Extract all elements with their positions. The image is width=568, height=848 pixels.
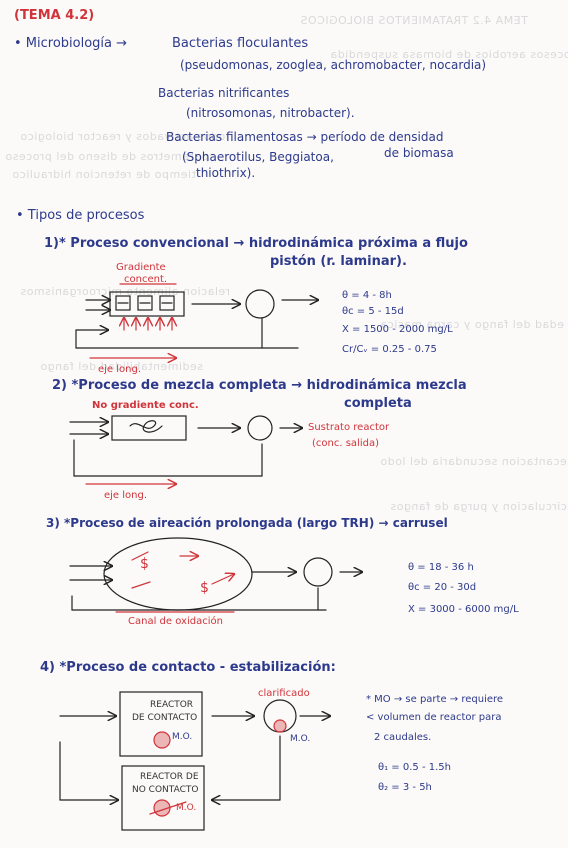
- p1-param: X = 1500 - 2000 mg/L: [342, 324, 453, 335]
- p4-title: 4) *Proceso de contacto - estabilización…: [40, 660, 336, 675]
- fil-bacteria-title-cont: de biomasa: [384, 146, 454, 160]
- fil-bacteria-list-cont: thiothrix).: [196, 166, 256, 180]
- p4-note: 2 caudales.: [374, 732, 432, 743]
- p1-title: 1)* Proceso convencional → hidrodinámica…: [44, 236, 468, 251]
- p3-title: 3) *Proceso de aireación prolongada (lar…: [46, 516, 448, 530]
- p1-axis-label: eje long.: [98, 364, 142, 375]
- p1-gradient-label: Gradiente: [116, 262, 166, 273]
- p4-mo-label: M.O.: [172, 732, 193, 742]
- microbiology-label: • Microbiología →: [14, 36, 128, 51]
- p4-contact-reactor: [119, 691, 203, 757]
- page-title: (TEMA 4.2): [14, 8, 95, 23]
- p3-param: θc = 20 - 30d: [408, 582, 477, 593]
- p4-clarifier-label: clarificado: [258, 688, 310, 699]
- p1-clarifier: [245, 289, 275, 319]
- p1-diagram: [75, 289, 318, 349]
- p3-canal-label: Canal de oxidación: [128, 616, 223, 627]
- process-types-label: • Tipos de procesos: [16, 208, 145, 223]
- p4-note: * MO → se parte → requiere: [366, 694, 504, 705]
- p4-mo-blob: [153, 731, 171, 749]
- floc-bacteria-title: Bacterias floculantes: [172, 36, 309, 51]
- p4-note: < volumen de reactor para: [366, 712, 502, 723]
- p2-no-gradient-label: No gradiente conc.: [92, 400, 199, 411]
- nitrif-bacteria-title: Bacterias nitrificantes: [158, 86, 290, 100]
- floc-bacteria-list: (pseudomonas, zooglea, achromobacter, no…: [180, 58, 487, 72]
- p4-stab-reactor-label-2: NO CONTACTO: [132, 785, 199, 795]
- nitrif-bacteria-list: (nitrosomonas, nitrobacter).: [186, 106, 355, 120]
- p4-stab-reactor-label: REACTOR DE: [140, 772, 199, 782]
- p1-param: θc = 5 - 15d: [342, 306, 404, 317]
- p2-substrate-label-2: (conc. salida): [312, 438, 379, 449]
- p3-param: X = 3000 - 6000 mg/L: [408, 604, 519, 615]
- p4-param: θ₁ = 0.5 - 1.5h: [378, 762, 451, 773]
- p2-title: 2) *Proceso de mezcla completa → hidrodi…: [52, 378, 467, 393]
- p4-diagram: [59, 691, 330, 831]
- p2-reactor: [111, 415, 187, 441]
- p3-clarifier: [303, 557, 333, 587]
- p4-contact-reactor-label: REACTOR: [150, 700, 194, 710]
- fil-bacteria-title: Bacterias filamentosas → período de dens…: [166, 130, 444, 144]
- p4-mo-blob-stab: [153, 799, 171, 817]
- p3-param: θ = 18 - 36 h: [408, 562, 474, 573]
- p4-mo-label-clarifier: M.O.: [290, 734, 311, 744]
- p1-gradient-label-2: concent.: [124, 274, 168, 285]
- p2-axis-label: eje long.: [104, 490, 148, 501]
- svg-text:$: $: [200, 580, 209, 596]
- p4-contact-reactor-label-2: DE CONTACTO: [132, 713, 198, 723]
- svg-text:$: $: [140, 556, 149, 572]
- p2-title-cont: completa: [344, 396, 412, 411]
- p1-param: Cr/Cᵥ = 0.25 - 0.75: [342, 344, 437, 355]
- p3-oxidation-ditch: [103, 537, 253, 611]
- p2-diagram: [69, 415, 302, 477]
- p1-title-cont: pistón (r. laminar).: [270, 254, 407, 269]
- p2-substrate-label: Sustrato reactor: [308, 422, 390, 433]
- p4-strike: [149, 801, 187, 815]
- p3-diagram: [69, 537, 362, 611]
- p4-mo-label-stab: M.O.: [176, 803, 197, 813]
- p1-param: θ = 4 - 8h: [342, 290, 392, 301]
- p4-mo-blob-clarifier: [273, 719, 287, 733]
- fil-bacteria-list: (Sphaerotilus, Beggiatoa,: [182, 150, 334, 164]
- p4-param: θ₂ = 3 - 5h: [378, 782, 432, 793]
- p4-stab-reactor: [121, 765, 205, 831]
- p2-clarifier: [247, 415, 273, 441]
